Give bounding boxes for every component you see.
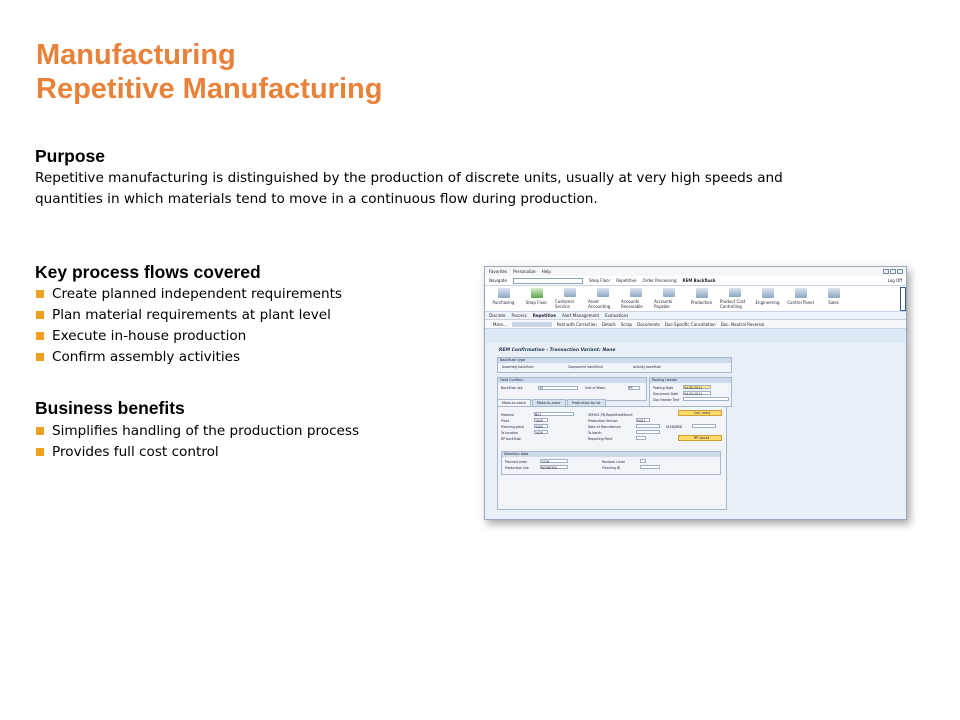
menu-item: Help	[541, 269, 551, 274]
purpose-text: Repetitive manufacturing is distinguishe…	[35, 168, 783, 210]
nav-crumb: REM Backflush	[682, 278, 716, 283]
make-to-stock-panel: Material B01 SEMI21,PD,RepetitiveManuf. …	[497, 406, 727, 510]
app-icon: Sales	[819, 288, 848, 309]
list-item: Create planned independent requirements	[35, 284, 342, 305]
backflush-type-group: Backflush type Assembly backflush Compon…	[497, 357, 732, 373]
purpose-line-2: quantities in which materials tend to mo…	[35, 191, 598, 207]
log-off-link: Log Off	[887, 278, 902, 283]
maximize-icon	[890, 269, 896, 274]
coll-entry-button	[678, 410, 722, 416]
app-icon: Production	[687, 288, 716, 309]
app-icon: Control Panel	[786, 288, 815, 309]
app-icon: Shop Floor	[522, 288, 551, 309]
nav-crumb: Shop Floor	[588, 278, 611, 283]
sap-screenshot: Favorites Personalize Help Navigate Shop…	[484, 266, 907, 520]
app-icon: Accounts Payable	[654, 288, 683, 309]
title-line-2: Repetitive Manufacturing	[36, 73, 383, 105]
toolbar-item: Doc.-Neutral Reversal	[720, 321, 765, 327]
toolbar-item: More...	[493, 321, 507, 327]
purpose-line-1: Repetitive manufacturing is distinguishe…	[35, 170, 783, 186]
app-icon: Customer Service	[555, 288, 584, 309]
subtab: Evaluations	[605, 313, 629, 318]
tab-production-by-lot: Production by lot	[566, 399, 606, 406]
list-item: Execute in-house production	[35, 326, 342, 347]
tab-make-to-order: Make-to-order	[531, 399, 566, 406]
sap-nav-row: Navigate Shop Floor Repetitive Order Pro…	[485, 276, 906, 286]
screen-title: REM Confirmation - Transaction Variant: …	[499, 348, 616, 353]
selection-data-group: Selection data Planned order 1229 Revisi…	[501, 451, 721, 475]
key-flows-heading: Key process flows covered	[35, 262, 261, 282]
tab-make-to-stock: Make-to-stock	[497, 399, 531, 406]
toolbar-item: Details	[601, 321, 616, 327]
subtab: Alert Management	[561, 313, 600, 318]
subtab: Repetitive	[532, 313, 556, 318]
yield-group: Yield Confirm. Backflush qty 10 Unit of …	[497, 377, 647, 401]
nav-label: Navigate	[489, 278, 507, 283]
list-item: Plan material requirements at plant leve…	[35, 305, 342, 326]
key-flows-list: Create planned independent requirements …	[35, 284, 342, 368]
benefits-heading: Business benefits	[35, 398, 185, 418]
rp-stocks-button	[678, 435, 722, 441]
app-icon: Purchasing	[489, 288, 518, 309]
list-item: Provides full cost control	[35, 442, 359, 463]
sap-subtabs: Discrete Process Repetitive Alert Manage…	[485, 312, 906, 320]
sap-tabstrip: Make-to-stock Make-to-order Production b…	[497, 399, 606, 406]
menu-item: Favorites	[489, 269, 508, 274]
toolbar-item: Doc-Specific Cancellation	[664, 321, 716, 327]
app-icon: Accounts Receivable	[621, 288, 650, 309]
sap-toolbar: More... Post with Correction Details Scr…	[485, 320, 906, 329]
posting-header-group: Posting header Posting Date 04.05.2011 D…	[649, 377, 732, 407]
navigate-input	[512, 277, 583, 284]
sap-menu-bar: Favorites Personalize Help	[485, 267, 906, 276]
toolbar-item: Documents	[637, 321, 660, 327]
app-icon: Engineering	[753, 288, 782, 309]
sap-app-icons: Purchasing Shop Floor Customer Service A…	[485, 286, 906, 312]
toolbar-item: Scrap	[620, 321, 633, 327]
menu-item: Personalize	[513, 269, 536, 274]
benefits-list: Simplifies handling of the production pr…	[35, 421, 359, 463]
title-line-1: Manufacturing	[36, 39, 236, 71]
subtab: Process	[511, 313, 527, 318]
window-controls	[883, 269, 903, 274]
slide-title: Manufacturing Repetitive Manufacturing	[36, 38, 382, 106]
scroll-edge-icon	[900, 287, 906, 311]
close-icon	[897, 269, 903, 274]
subtab: Discrete	[489, 313, 506, 318]
app-icon: Product Cost Controlling	[720, 288, 749, 309]
sap-content: REM Confirmation - Transaction Variant: …	[485, 343, 906, 519]
nav-crumb: Order Processing	[642, 278, 677, 283]
toolbar-item: Post with Correction	[556, 321, 597, 327]
minimize-icon	[883, 269, 889, 274]
list-item: Confirm assembly activities	[35, 347, 342, 368]
app-icon: Asset Accounting	[588, 288, 617, 309]
purpose-heading: Purpose	[35, 146, 106, 166]
list-item: Simplifies handling of the production pr…	[35, 421, 359, 442]
nav-crumb: Repetitive	[616, 278, 637, 283]
